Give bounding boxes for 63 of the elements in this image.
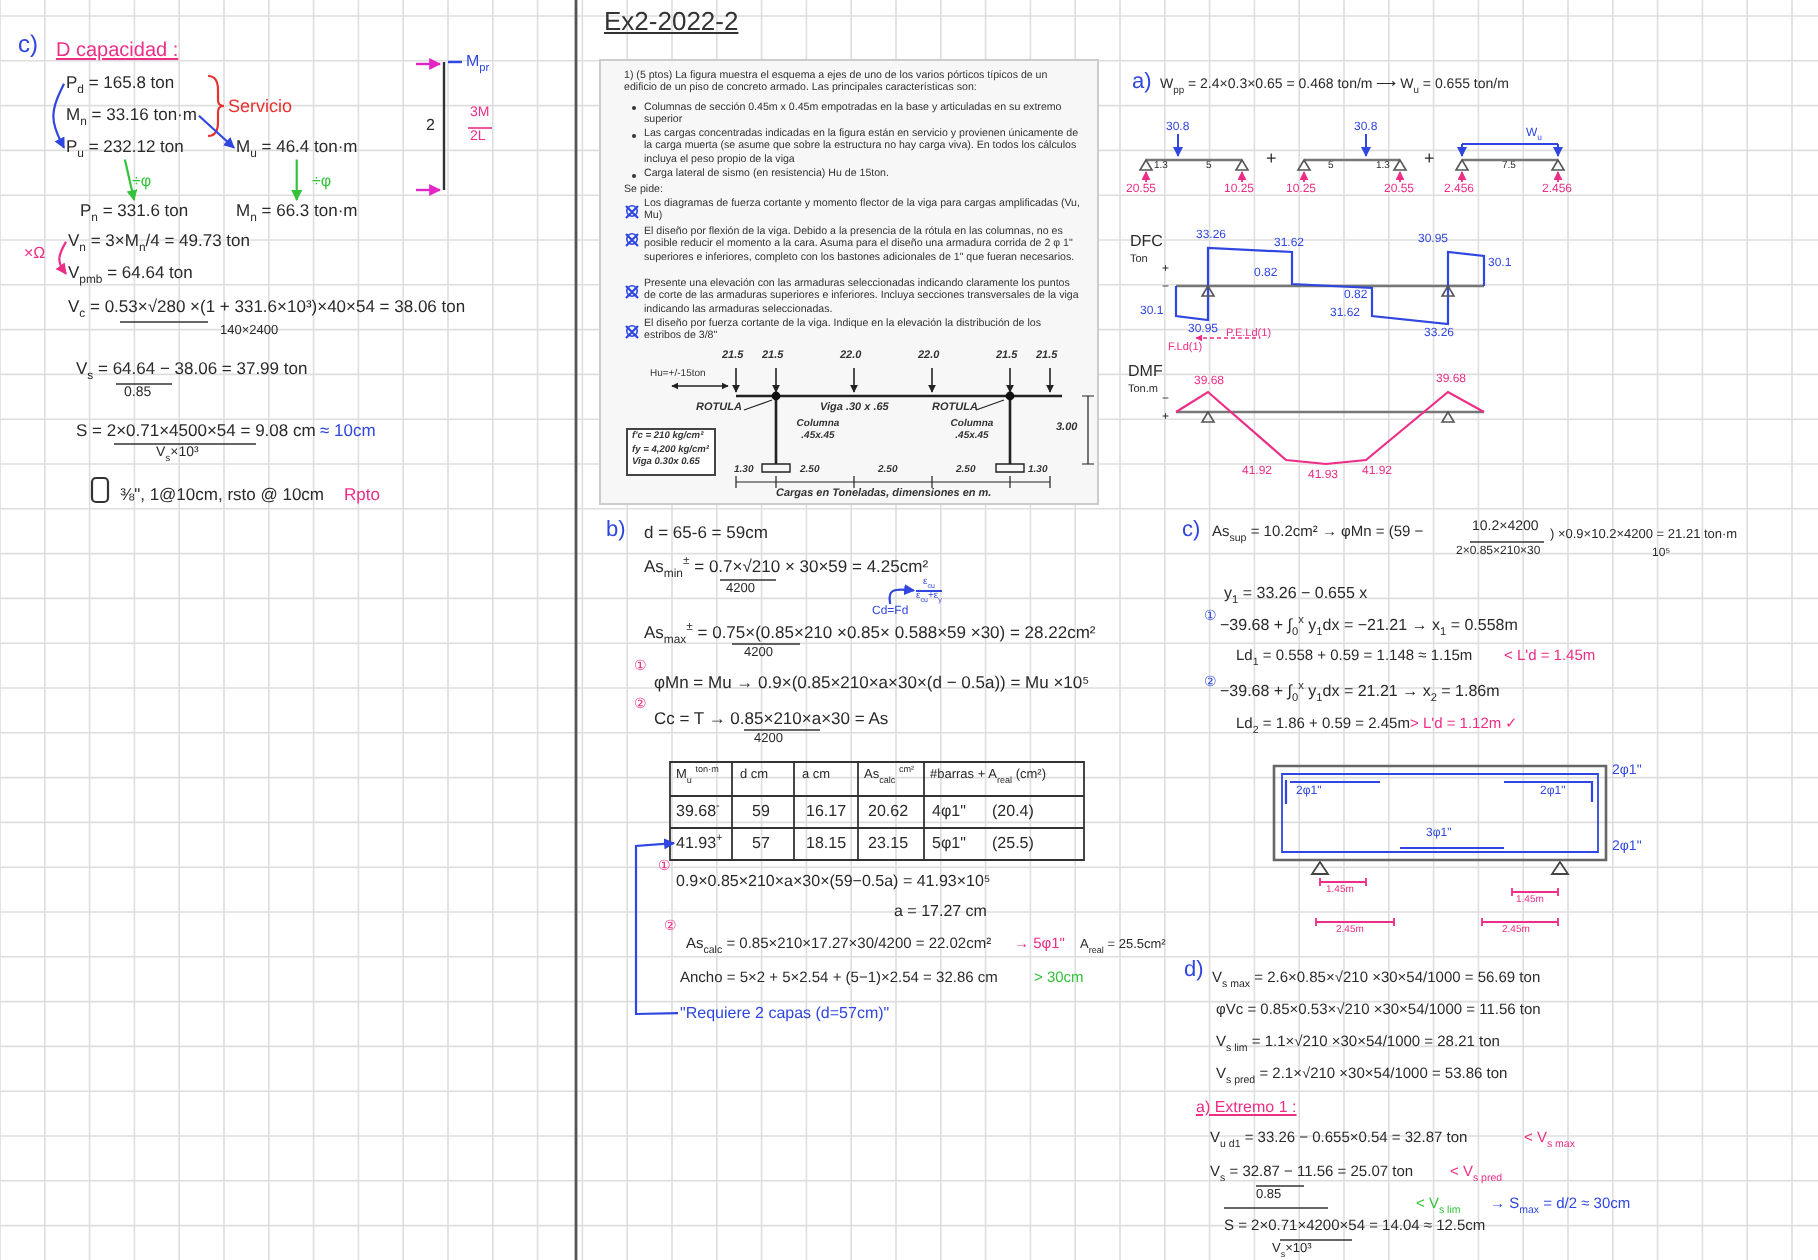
- table-value: 16.17: [806, 802, 847, 821]
- page-title: Ex2-2022-2: [604, 8, 739, 38]
- table-value: 20.62: [868, 802, 909, 821]
- arrow: [123, 159, 138, 202]
- note-text: Rpto: [344, 486, 380, 506]
- edge-label: ÷φ: [312, 172, 332, 191]
- arrow: [291, 159, 303, 202]
- equation-text: V$_{c}$ = 0.53×√280 ×(1 + 331.6×10³)×40×54 = 38.06 ton: [68, 298, 466, 318]
- dimension-label: 2: [426, 116, 435, 135]
- equation-text: 0.9×0.85×210×a×30×(59−0.5a) = 41.93×10⁵: [676, 872, 991, 891]
- section-letter: a): [1132, 70, 1152, 96]
- equation-text: P$_{n}$ = 331.6 ton: [80, 202, 189, 222]
- moment-label: M$_{pr}$: [466, 52, 490, 71]
- equation-text: −39.68 + ∫$_{0}$$^{x}$ y$_{1}$dx = 21.21 → x$_{2}$ = 1.86m: [1220, 682, 1500, 701]
- equation-text: As$_{min}$$^{±}$ = 0.7×√210 × 30×59 = 4.25cm²: [644, 558, 929, 578]
- equation-text: P$_{d}$ = 165.8 ton: [66, 74, 175, 94]
- edge-label: ÷φ: [132, 172, 152, 191]
- equation-text: φMn = Mu → 0.9×(0.85×210×a×30×(d − 0.5a)) = Mu ×10⁵: [654, 674, 1090, 694]
- arrow: [55, 241, 67, 275]
- equation-text: V$_{s}$ = 64.64 − 38.06 = 37.99 ton: [76, 360, 308, 380]
- result-text: ≈ 10cm: [320, 422, 376, 442]
- equation-text: "Requiere 2 capas (d=57cm)": [680, 1004, 890, 1023]
- section-letter: b): [606, 518, 626, 544]
- table-value: 59: [752, 802, 770, 821]
- note-text: ⅜", 1@10cm, rsto @ 10cm: [120, 486, 324, 506]
- section-heading: D capacidad :: [56, 40, 179, 63]
- equation-text: V$_{n}$ = 3×M$_{n}$/4 = 49.73 ton: [68, 232, 250, 252]
- table-value: 41.93$^{+}$: [676, 834, 723, 853]
- table-value: (20.4): [992, 802, 1034, 821]
- section-heading: a) Extremo 1 :: [1196, 1098, 1297, 1117]
- arrow: [888, 584, 916, 605]
- table-value: 39.68$^{-}$: [676, 802, 720, 821]
- abbreviation-label: DMF: [1128, 362, 1163, 381]
- arrow: [52, 83, 65, 149]
- table-value: 4φ1": [932, 802, 966, 821]
- table-value: 23.15: [868, 834, 909, 853]
- equation-text: M$_{n}$ = 33.16 ton·m: [66, 106, 197, 126]
- equation-text: Cc = T → 0.85×210×a×30 = As: [654, 710, 889, 730]
- arrow: [198, 114, 235, 149]
- abbreviation-label: DFC: [1130, 232, 1163, 251]
- equation-text: d = 65-6 = 59cm: [644, 524, 768, 544]
- equation-text: M$_{n}$ = 66.3 ton·m: [236, 202, 358, 222]
- table-value: 5φ1": [932, 834, 966, 853]
- arrow: [634, 838, 679, 1016]
- edge-label: ×Ω: [24, 244, 46, 263]
- equation-text: As$_{max}$$^{±}$ = 0.75×(0.85×210 ×0.85× 0.588×59 ×30) = 28.22cm²: [644, 624, 1096, 644]
- operator-symbol: +: [1266, 148, 1277, 169]
- note-text: Servicio: [228, 96, 293, 117]
- section-letter: c): [18, 32, 38, 60]
- material-properties-box: [626, 428, 716, 477]
- section-letter: c): [1182, 518, 1201, 544]
- table-value: 57: [752, 834, 770, 853]
- equation-text: a = 17.27 cm: [894, 902, 987, 921]
- equation-text: V$_{pmb}$ = 64.64 ton: [68, 264, 193, 284]
- equation-text: y$_{1}$ = 33.26 − 0.655 x: [1224, 584, 1368, 603]
- equation-text: S = 2×0.71×4500×54 = 9.08 cm: [76, 422, 316, 442]
- equation-text: P$_{u}$ = 232.12 ton: [66, 138, 184, 158]
- equation-text: M$_{u}$ = 46.4 ton·m: [236, 138, 358, 158]
- equation-text: −39.68 + ∫$_{0}$$^{x}$ y$_{1}$dx = −21.21 → x$_{1}$ = 0.558m: [1220, 616, 1518, 635]
- operator-symbol: +: [1424, 148, 1435, 169]
- table-value: (25.5): [992, 834, 1034, 853]
- section-letter: d): [1184, 958, 1204, 984]
- table-value: 18.15: [806, 834, 847, 853]
